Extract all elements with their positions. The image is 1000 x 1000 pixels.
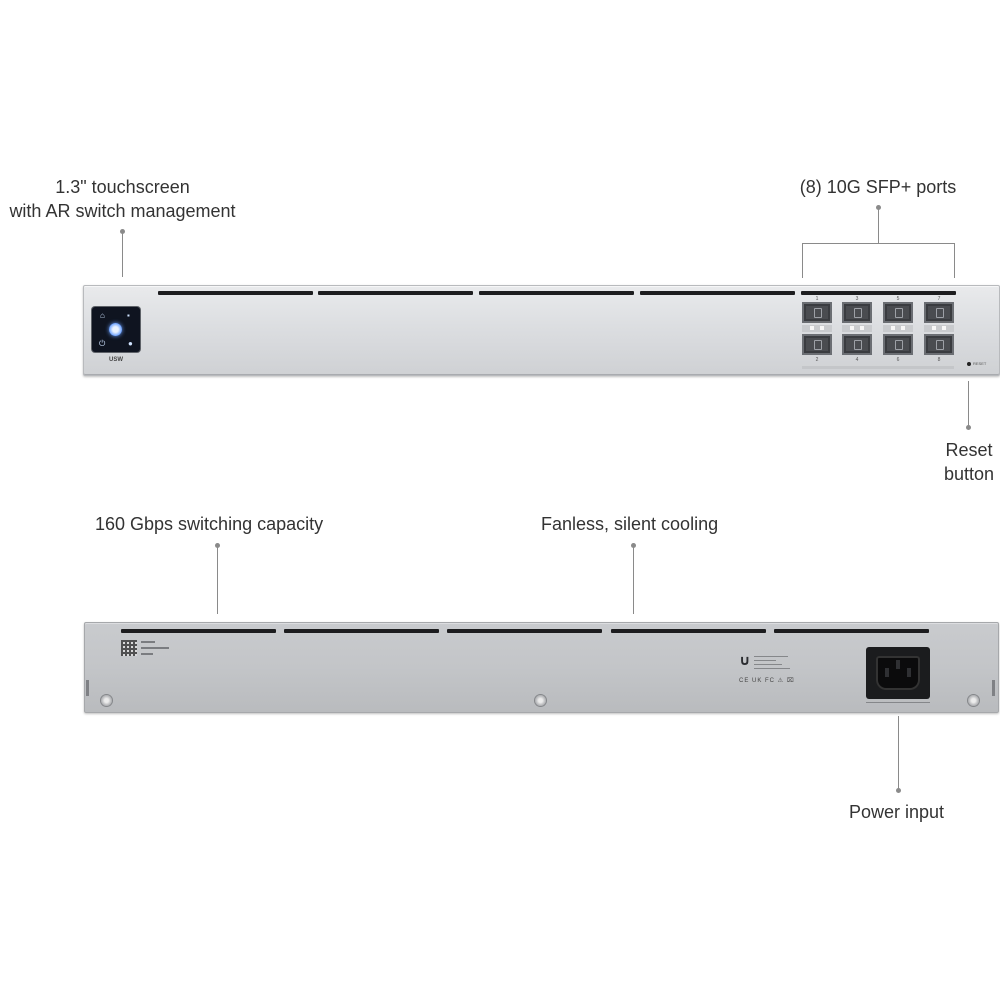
callout-reset-line1: Reset [945,440,993,460]
leader-line-sfp [878,208,879,244]
sfp-port-2[interactable] [802,334,832,355]
callout-touchscreen-line2: with AR switch management [9,201,236,221]
rear-vent-1 [121,629,276,633]
rear-vent-3 [447,629,602,633]
port-number-1: 1 [815,296,819,302]
serial-label-lines [141,641,171,655]
callout-power-input: Power input [849,802,945,822]
leader-dot-power [896,788,901,793]
power-pin-left [885,668,889,677]
leader-line-reset [968,381,969,426]
callout-reset: Reset button [930,438,1000,486]
lock-icon: ▪ [127,311,130,320]
front-vent-4 [640,291,795,295]
port-number-6: 6 [896,357,900,363]
port-number-7: 7 [937,296,941,302]
sfp-bracket [802,243,955,278]
front-vent-2 [318,291,473,295]
power-pin-center [896,660,900,669]
sfp-port-6[interactable] [883,334,913,355]
touchscreen[interactable]: ⌂ ▪ ⏻ ● [92,307,140,352]
sfp-port-7[interactable] [924,302,954,323]
leader-line-capacity [217,546,218,614]
callout-reset-line2: button [943,464,995,484]
leader-dot-sfp [876,205,881,210]
callout-sfp-ports: (8) 10G SFP+ ports [799,177,957,197]
power-socket [876,656,920,690]
front-vent-5 [801,291,956,295]
callout-switching-capacity: 160 Gbps switching capacity [95,514,324,534]
callout-touchscreen-line1: 1.3" touchscreen [55,177,190,197]
rear-screw-right [968,695,979,706]
rear-edge-left [86,680,89,696]
sfp-port-1[interactable] [802,302,832,323]
gear-icon: ● [128,339,133,348]
port-number-5: 5 [896,296,900,302]
leader-dot-capacity [215,543,220,548]
leader-dot-cooling [631,543,636,548]
sfp-led-pair-3-4 [842,325,872,332]
rear-edge-right [992,680,995,696]
power-inlet[interactable] [866,647,930,699]
product-info-lines [754,656,794,669]
sfp-led-pair-5-6 [883,325,913,332]
leader-line-power [898,716,899,789]
power-rating-line [866,702,930,703]
center-ring-icon [109,323,122,336]
sfp-led-pair-7-8 [924,325,954,332]
certification-marks: CE UK FC ⚠ ⌧ [739,678,795,684]
rear-vent-2 [284,629,439,633]
leader-dot-reset [966,425,971,430]
front-vent-1 [158,291,313,295]
sfp-port-4[interactable] [842,334,872,355]
reset-label: RESET [973,361,987,366]
rear-vent-4 [611,629,766,633]
port-number-4: 4 [855,357,859,363]
home-icon: ⌂ [100,311,105,320]
port-number-2: 2 [815,357,819,363]
ubiquiti-logo-icon: ∪ [739,652,751,668]
port-number-3: 3 [855,296,859,302]
sfp-port-3[interactable] [842,302,872,323]
port-number-8: 8 [937,357,941,363]
power-icon: ⏻ [99,339,106,348]
callout-touchscreen: 1.3" touchscreen with AR switch manageme… [0,175,245,223]
sfp-port-8[interactable] [924,334,954,355]
rear-screw-center [535,695,546,706]
front-vent-3 [479,291,634,295]
callout-cooling: Fanless, silent cooling [541,514,719,534]
sfp-port-5[interactable] [883,302,913,323]
power-pin-right [907,668,911,677]
leader-line-touchscreen [122,232,123,277]
serial-qr-code [121,640,137,656]
rear-vent-5 [774,629,929,633]
leader-line-cooling [633,546,634,614]
leader-dot-touchscreen [120,229,125,234]
sfp-led-pair-1-2 [802,325,832,332]
port-group-bar [802,366,954,369]
reset-button[interactable] [967,362,971,366]
model-label: USW [109,357,123,363]
rear-screw-left [101,695,112,706]
